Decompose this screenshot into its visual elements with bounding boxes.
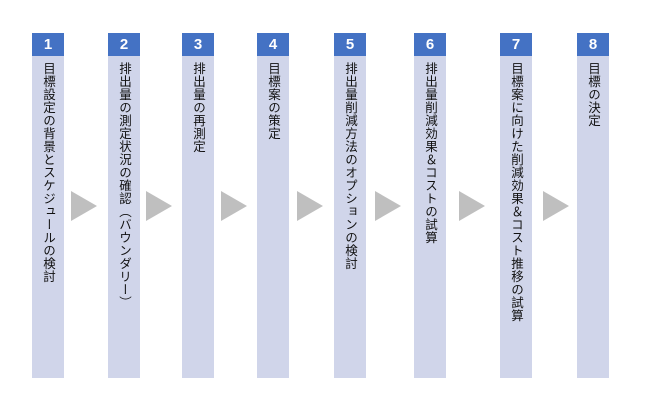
step-number-badge: 1 (32, 33, 64, 56)
step-6: 6 排出量削減効果＆コストの試算 (414, 33, 446, 378)
step-1: 1 目標設定の背景とスケジュールの検討 (32, 33, 64, 378)
step-label: 目標案の策定 (266, 62, 281, 140)
step-5: 5 排出量削減方法のオプションの検討 (334, 33, 366, 378)
step-column: 目標の決定 (577, 56, 609, 378)
step-column: 目標案に向けた削減効果＆コスト推移の試算 (500, 56, 532, 378)
arrow-right-icon (146, 191, 172, 221)
step-column: 排出量の測定状況の確認（バウンダリー） (108, 56, 140, 378)
step-number-badge: 6 (414, 33, 446, 56)
step-column: 排出量削減効果＆コストの試算 (414, 56, 446, 378)
step-number-badge: 4 (257, 33, 289, 56)
step-7: 7 目標案に向けた削減効果＆コスト推移の試算 (500, 33, 532, 378)
step-label: 目標の決定 (586, 62, 601, 127)
step-label: 排出量の測定状況の確認（バウンダリー） (117, 62, 132, 309)
step-4: 4 目標案の策定 (257, 33, 289, 378)
arrow-right-icon (221, 191, 247, 221)
step-label: 排出量の再測定 (191, 62, 206, 153)
step-8: 8 目標の決定 (577, 33, 609, 378)
step-label: 目標設定の背景とスケジュールの検討 (41, 62, 56, 283)
arrow-right-icon (297, 191, 323, 221)
step-number-badge: 8 (577, 33, 609, 56)
step-label: 排出量削減方法のオプションの検討 (343, 62, 358, 270)
arrow-right-icon (71, 191, 97, 221)
step-number-badge: 7 (500, 33, 532, 56)
step-column: 排出量削減方法のオプションの検討 (334, 56, 366, 378)
step-label: 排出量削減効果＆コストの試算 (423, 62, 438, 244)
step-column: 目標案の策定 (257, 56, 289, 378)
step-column: 目標設定の背景とスケジュールの検討 (32, 56, 64, 378)
step-number-badge: 2 (108, 33, 140, 56)
arrow-right-icon (543, 191, 569, 221)
arrow-right-icon (375, 191, 401, 221)
step-number-badge: 3 (182, 33, 214, 56)
step-3: 3 排出量の再測定 (182, 33, 214, 378)
step-label: 目標案に向けた削減効果＆コスト推移の試算 (509, 62, 524, 322)
step-number-badge: 5 (334, 33, 366, 56)
step-2: 2 排出量の測定状況の確認（バウンダリー） (108, 33, 140, 378)
arrow-right-icon (459, 191, 485, 221)
step-column: 排出量の再測定 (182, 56, 214, 378)
